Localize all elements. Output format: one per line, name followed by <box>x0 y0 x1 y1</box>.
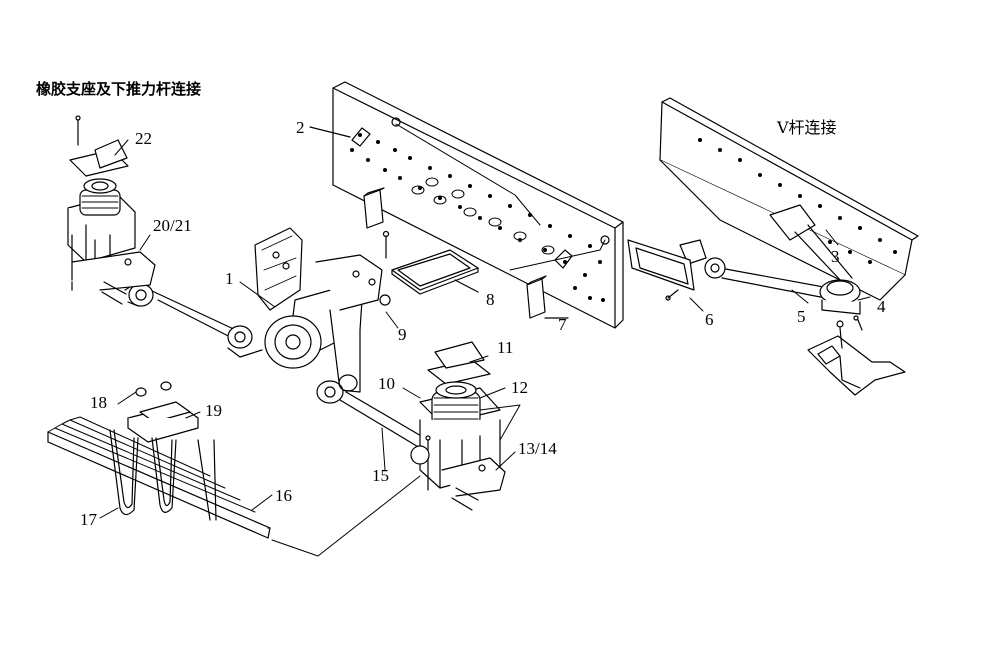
callout-20-21: 20/21 <box>153 216 192 235</box>
callout-15: 15 <box>372 466 389 485</box>
callout-16: 16 <box>275 486 292 505</box>
callout-22: 22 <box>135 129 152 148</box>
callout-7: 7 <box>558 315 567 334</box>
callout-10: 10 <box>378 374 395 393</box>
section-title-v-rod: V杆连接 <box>777 118 837 137</box>
v-rod-lower-bracket <box>807 315 906 396</box>
callout-9: 9 <box>398 325 407 344</box>
callout-6: 6 <box>705 310 714 329</box>
callout-11: 11 <box>497 338 514 357</box>
v-rod-bracket <box>627 239 695 301</box>
left-rubber-mount <box>67 115 156 305</box>
frame-rail-plate <box>332 81 624 329</box>
shim-block-7 <box>526 275 547 319</box>
section-title-rubber-mount: 橡胶支座及下推力杆连接 <box>36 80 202 98</box>
callout-5: 5 <box>797 307 806 326</box>
callout-2: 2 <box>296 118 305 137</box>
right-rubber-mount <box>410 341 506 511</box>
callout-18: 18 <box>90 393 107 412</box>
callout-19: 19 <box>205 401 222 420</box>
callout-13-14: 13/14 <box>518 439 557 458</box>
callout-12: 12 <box>511 378 528 397</box>
callout-8: 8 <box>486 290 495 309</box>
leaf-spring <box>47 381 271 539</box>
v-rod-arms <box>679 204 861 315</box>
callout-1: 1 <box>225 269 234 288</box>
callout-4: 4 <box>877 297 886 316</box>
balance-shaft-housing <box>227 227 391 404</box>
callout-17: 17 <box>80 510 97 529</box>
clamp-plate-8 <box>391 249 479 295</box>
u-bolts <box>109 429 217 521</box>
shim-block-left <box>363 187 385 229</box>
callout-3: 3 <box>831 247 840 266</box>
axle-shaft <box>149 289 429 449</box>
